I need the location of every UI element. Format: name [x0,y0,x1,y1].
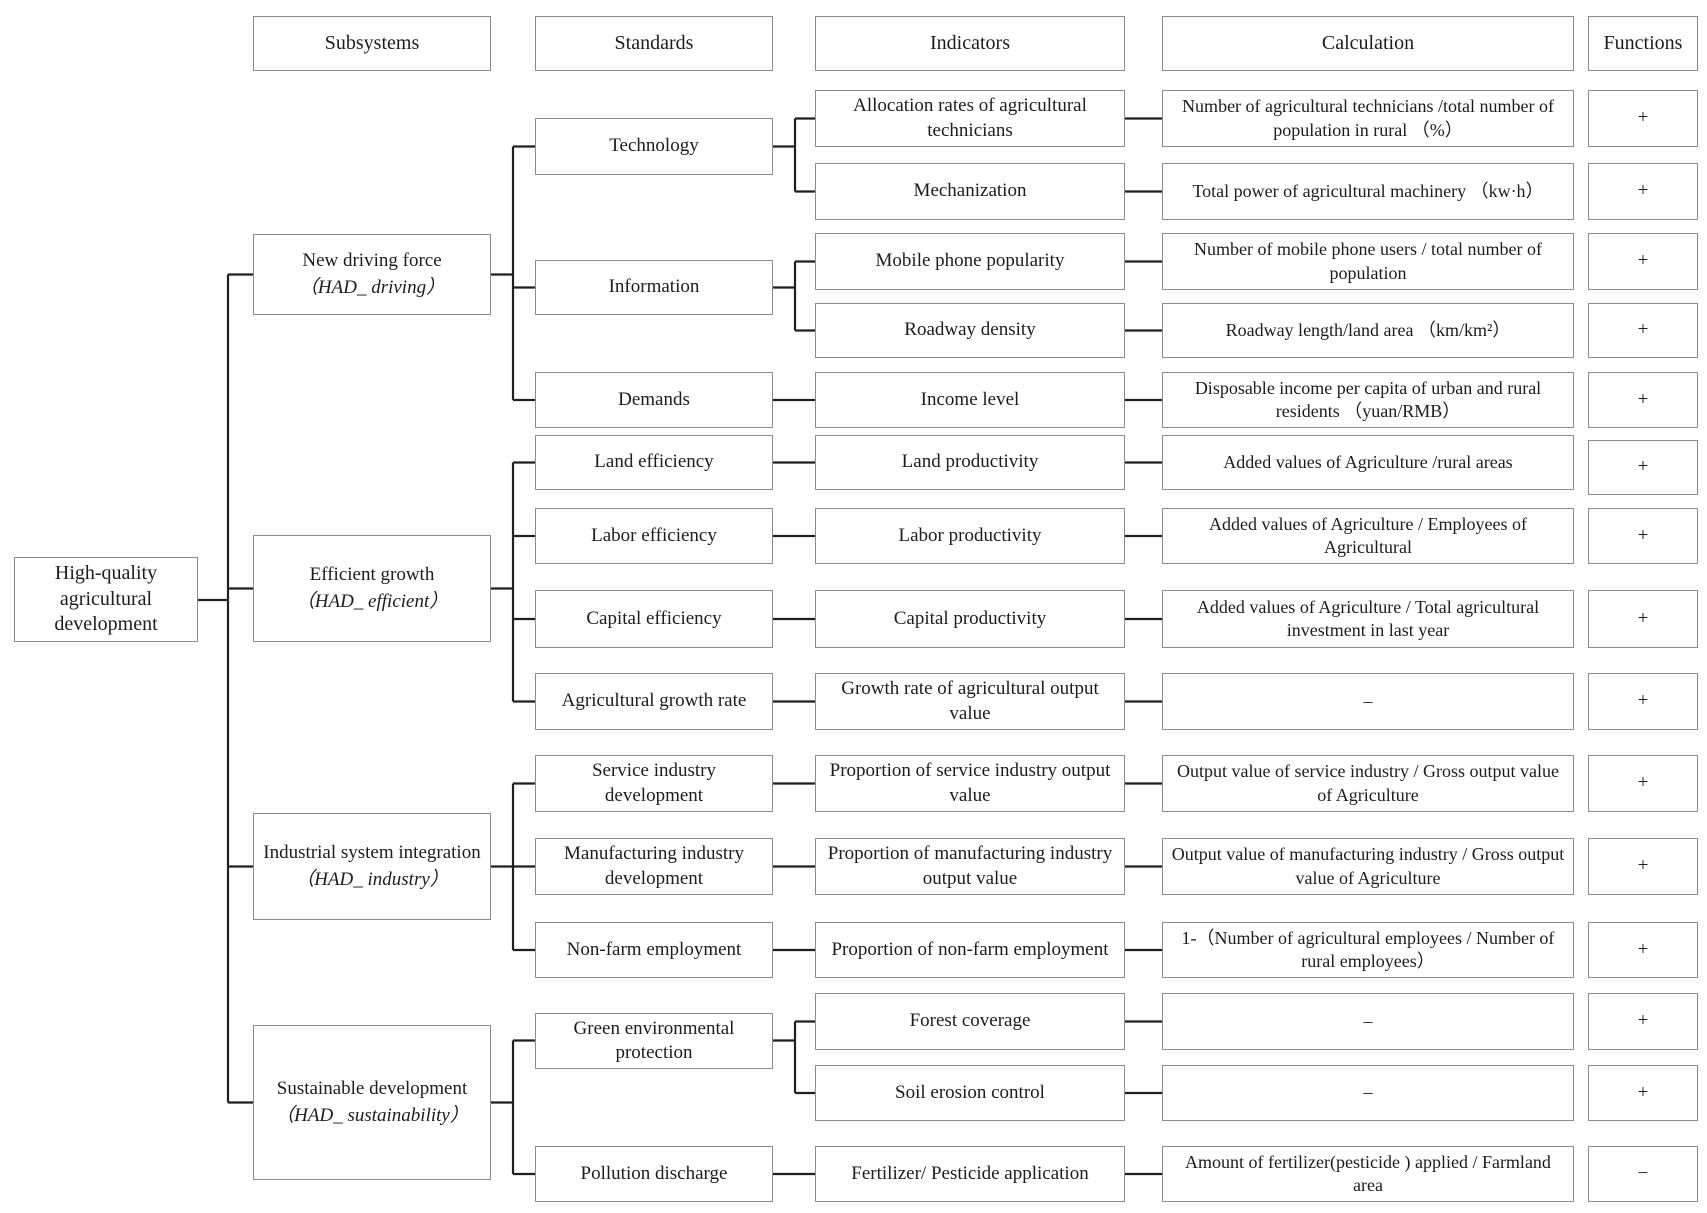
calculation-cell: – [1162,993,1574,1050]
subsystem-code: （HAD_ efficient） [295,591,449,612]
calculation-cell: Amount of fertilizer(pesticide ) applied… [1162,1146,1574,1202]
function-cell: + [1588,508,1698,564]
indicator-mobile-phone-popularity: Mobile phone popularity [815,233,1125,290]
indicator-forest-coverage: Forest coverage [815,993,1125,1050]
indicator-non-farm-employment: Proportion of non-farm employment [815,922,1125,978]
subsystem-name: Efficient growth [309,563,435,585]
header-subsystems: Subsystems [253,16,491,71]
header-standards: Standards [535,16,773,71]
function-cell: + [1588,838,1698,895]
indicator-service-industry-output: Proportion of service industry output va… [815,755,1125,812]
calculation-cell: – [1162,673,1574,730]
function-cell: + [1588,922,1698,978]
subsystem-sustainable-development: Sustainable development （HAD_ sustainabi… [253,1025,491,1180]
calculation-cell: Number of mobile phone users / total num… [1162,233,1574,290]
subsystem-name: Sustainable development [276,1077,468,1099]
subsystem-industrial-system-integration: Industrial system integration （HAD_ indu… [253,813,491,920]
indicator-fertilizer-pesticide: Fertilizer/ Pesticide application [815,1146,1125,1202]
indicator-mechanization: Mechanization [815,163,1125,220]
calculation-cell: Added values of Agriculture / Employees … [1162,508,1574,564]
standard-non-farm-employment: Non-farm employment [535,922,773,978]
calculation-cell: Roadway length/land area （km/km²） [1162,303,1574,358]
subsystem-code: （HAD_ industry） [295,869,449,890]
standard-land-efficiency: Land efficiency [535,435,773,490]
function-cell: − [1588,1146,1698,1202]
subsystem-new-driving-force: New driving force （HAD_ driving） [253,234,491,315]
function-cell: + [1588,1065,1698,1121]
calculation-cell: Output value of service industry / Gross… [1162,755,1574,812]
standard-manufacturing-industry-development: Manufacturing industry development [535,838,773,895]
calculation-cell: Number of agricultural technicians /tota… [1162,90,1574,147]
function-cell: + [1588,233,1698,290]
indicator-soil-erosion-control: Soil erosion control [815,1065,1125,1121]
standard-capital-efficiency: Capital efficiency [535,590,773,648]
subsystem-code: （HAD_ sustainability） [275,1105,469,1126]
indicator-manufacturing-industry-output: Proportion of manufacturing industry out… [815,838,1125,895]
calculation-cell: Total power of agricultural machinery （k… [1162,163,1574,220]
standard-service-industry-development: Service industry development [535,755,773,812]
standard-green-environmental-protection: Green environmental protection [535,1013,773,1069]
function-cell: + [1588,163,1698,220]
indicator-roadway-density: Roadway density [815,303,1125,358]
calculation-cell: 1-（Number of agricultural employees / Nu… [1162,922,1574,978]
indicator-income-level: Income level [815,372,1125,428]
indicator-capital-productivity: Capital productivity [815,590,1125,648]
indicator-growth-rate-output-value: Growth rate of agricultural output value [815,673,1125,730]
function-cell: + [1588,90,1698,147]
calculation-cell: – [1162,1065,1574,1121]
calculation-cell: Disposable income per capita of urban an… [1162,372,1574,428]
subsystem-efficient-growth: Efficient growth （HAD_ efficient） [253,535,491,642]
calculation-cell: Added values of Agriculture /rural areas [1162,435,1574,490]
function-cell: + [1588,590,1698,648]
function-cell: + [1588,372,1698,428]
standard-pollution-discharge: Pollution discharge [535,1146,773,1202]
subsystem-name: New driving force [302,249,442,271]
root-node: High-quality agricultural development [14,557,198,642]
function-cell: + [1588,673,1698,730]
header-calculation: Calculation [1162,16,1574,71]
function-cell: + [1588,303,1698,358]
standard-agricultural-growth-rate: Agricultural growth rate [535,673,773,730]
standard-information: Information [535,260,773,315]
standard-demands: Demands [535,372,773,428]
function-cell: + [1588,755,1698,812]
indicator-labor-productivity: Labor productivity [815,508,1125,564]
header-functions: Functions [1588,16,1698,71]
subsystem-code: （HAD_ driving） [298,277,446,298]
calculation-cell: Added values of Agriculture / Total agri… [1162,590,1574,648]
standard-labor-efficiency: Labor efficiency [535,508,773,564]
function-cell: + [1588,993,1698,1050]
function-cell: + [1588,440,1698,495]
indicator-land-productivity: Land productivity [815,435,1125,490]
indicator-allocation-rates: Allocation rates of agricultural technic… [815,90,1125,147]
calculation-cell: Output value of manufacturing industry /… [1162,838,1574,895]
standard-technology: Technology [535,118,773,175]
subsystem-name: Industrial system integration [263,841,481,863]
header-indicators: Indicators [815,16,1125,71]
